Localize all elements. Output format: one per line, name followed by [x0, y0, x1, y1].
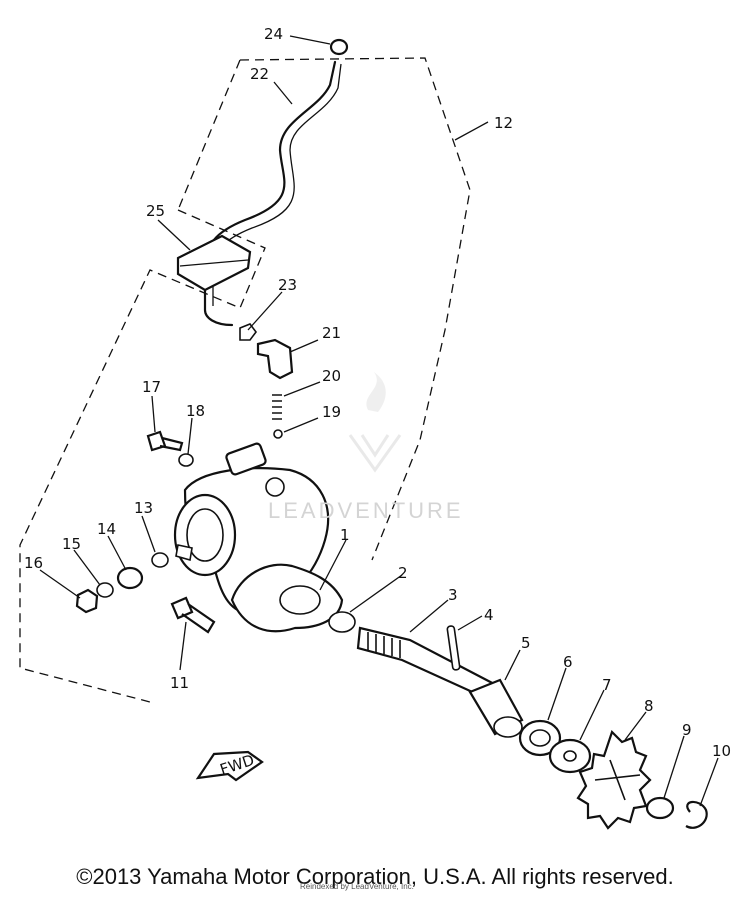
callout-8: 8 [644, 697, 654, 715]
callout-13: 13 [134, 499, 153, 517]
callout-20: 20 [322, 367, 341, 385]
fitting-21 [256, 338, 294, 380]
callout-7: 7 [602, 676, 612, 694]
callout-15: 15 [62, 535, 81, 553]
callout-10: 10 [712, 742, 731, 760]
ball-19 [273, 429, 283, 439]
callout-22: 22 [250, 65, 269, 83]
spring-20 [272, 394, 282, 420]
hose-22 [203, 60, 337, 327]
oil-pump-body [173, 442, 330, 615]
watermark-text: LEADVENTURE [268, 498, 464, 523]
callout-labels: 24 22 12 25 23 21 20 19 17 18 13 14 15 1… [24, 25, 731, 760]
callout-1: 1 [340, 526, 350, 544]
bolt-11 [170, 596, 216, 634]
pin-4 [446, 625, 461, 671]
circlip-10 [685, 800, 708, 829]
washer-7-hole [563, 750, 577, 762]
callout-16: 16 [24, 554, 43, 572]
oil-seal-6-inner [529, 729, 551, 747]
callout-2: 2 [398, 564, 408, 582]
nut-23 [239, 323, 257, 341]
watermark-logo [348, 372, 402, 473]
callout-21: 21 [322, 324, 341, 342]
callout-12: 12 [494, 114, 513, 132]
callout-5: 5 [521, 634, 531, 652]
callout-11: 11 [170, 674, 189, 692]
collar-5-end [493, 716, 523, 738]
fwd-arrow-icon: FWD [195, 751, 264, 782]
washer-13 [151, 552, 169, 568]
cap-24 [329, 38, 349, 56]
washer-18 [178, 453, 194, 467]
callout-3: 3 [448, 586, 458, 604]
callout-23: 23 [278, 276, 297, 294]
copyright-notice: ©2013 Yamaha Motor Corporation, U.S.A. A… [76, 864, 674, 889]
assembly-outline-12 [239, 57, 471, 561]
washer-9 [645, 796, 675, 820]
callout-6: 6 [563, 653, 573, 671]
callout-25: 25 [146, 202, 165, 220]
gear-8 [576, 729, 652, 830]
callout-18: 18 [186, 402, 205, 420]
callout-9: 9 [682, 721, 692, 739]
spring-washer-15 [96, 582, 114, 598]
hose-outline-25 [19, 209, 266, 703]
callout-24: 24 [264, 25, 283, 43]
bolt-17 [146, 430, 184, 452]
o-ring-2 [328, 611, 356, 633]
callout-17: 17 [142, 378, 161, 396]
grommet-25-line [179, 259, 249, 267]
plate-14 [116, 566, 144, 590]
callout-14: 14 [97, 520, 116, 538]
credit-text: Reindexed by LeadVenture, Inc. [300, 882, 414, 891]
callout-4: 4 [484, 606, 494, 624]
callout-19: 19 [322, 403, 341, 421]
nut-16 [75, 588, 99, 614]
gasket-1-hole [279, 585, 321, 615]
leader-lines [39, 35, 719, 807]
assembly-outline-12-top [177, 59, 241, 211]
